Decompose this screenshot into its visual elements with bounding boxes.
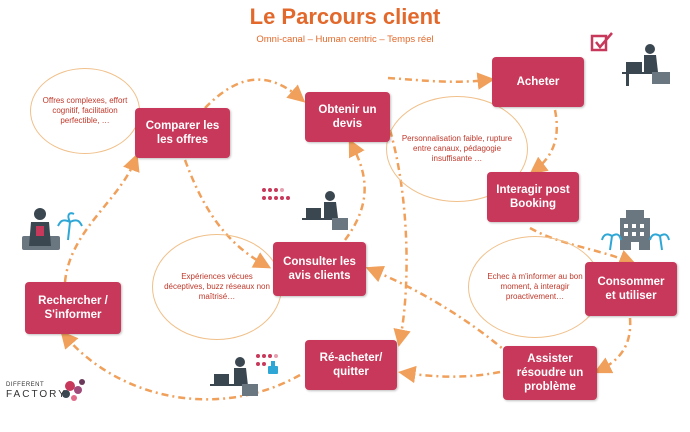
rating-stars-icon-bottom bbox=[256, 354, 278, 366]
arrow-assister-to-reacheter bbox=[398, 365, 501, 384]
rating-stars-icon-middle bbox=[262, 188, 290, 200]
step-consulter-avis: Consulter les avis clients bbox=[273, 242, 366, 296]
step-rechercher-informer: Rechercher / S'informer bbox=[25, 282, 121, 334]
arrow-rechercher-to-comparer bbox=[63, 153, 140, 283]
arrow-assister-to-consulter bbox=[365, 265, 511, 356]
person-laptop-icon-bottom bbox=[210, 357, 258, 396]
step-consommer-utiliser: Consommer et utiliser bbox=[585, 262, 677, 316]
step-interagir-post-booking: Interagir post Booking bbox=[487, 172, 579, 222]
page-subtitle: Omni-canal – Human centric – Temps réel bbox=[256, 34, 434, 45]
checkbox-icon bbox=[590, 32, 613, 52]
bubble-offres: Offres complexes, effort cognitif, facil… bbox=[30, 68, 140, 154]
step-acheter: Acheter bbox=[492, 57, 584, 107]
arrow-acheter-to-interagir bbox=[529, 109, 559, 175]
step-assister-probleme: Assister résoudre un problème bbox=[503, 346, 597, 400]
different-factory-logo-mark bbox=[62, 379, 85, 401]
palm-tree-icon-right bbox=[601, 233, 670, 251]
different-factory-logo: DIFFERENT FACTORY bbox=[6, 382, 67, 400]
arrow-comparer-to-devis bbox=[204, 78, 306, 109]
person-bench-icon bbox=[22, 208, 60, 250]
logo-line1: DIFFERENT bbox=[6, 382, 45, 388]
hotel-icon bbox=[620, 210, 650, 250]
bubble-experiences: Expériences vécues déceptives, buzz rése… bbox=[152, 234, 282, 340]
page-title: Le Parcours client bbox=[249, 4, 441, 29]
step-obtenir-devis: Obtenir un devis bbox=[305, 92, 390, 142]
palm-tree-icon-left bbox=[57, 212, 83, 241]
arrow-devis-to-acheter bbox=[387, 72, 495, 90]
person-laptop-icon-top bbox=[622, 44, 670, 86]
arrow-consulter-to-devis bbox=[343, 138, 366, 241]
bubble-personnalisation: Personnalisation faible, rupture entre c… bbox=[386, 96, 528, 202]
arrow-consommer-to-assister bbox=[593, 317, 632, 374]
bubble-echec: Echec à m'informer au bon moment, à inte… bbox=[468, 236, 602, 338]
arrow-reacheter-to-rechercher bbox=[60, 330, 301, 401]
step-comparer-offres: Comparer les les offres bbox=[135, 108, 230, 158]
thumbs-up-icon bbox=[268, 361, 278, 374]
step-reacheter-quitter: Ré-acheter/ quitter bbox=[305, 340, 397, 390]
arrow-interagir-to-consommer bbox=[529, 226, 637, 267]
person-laptop-icon-middle bbox=[302, 191, 348, 230]
logo-line2: FACTORY bbox=[6, 389, 67, 400]
arrow-devis-to-reacheter bbox=[388, 129, 411, 347]
